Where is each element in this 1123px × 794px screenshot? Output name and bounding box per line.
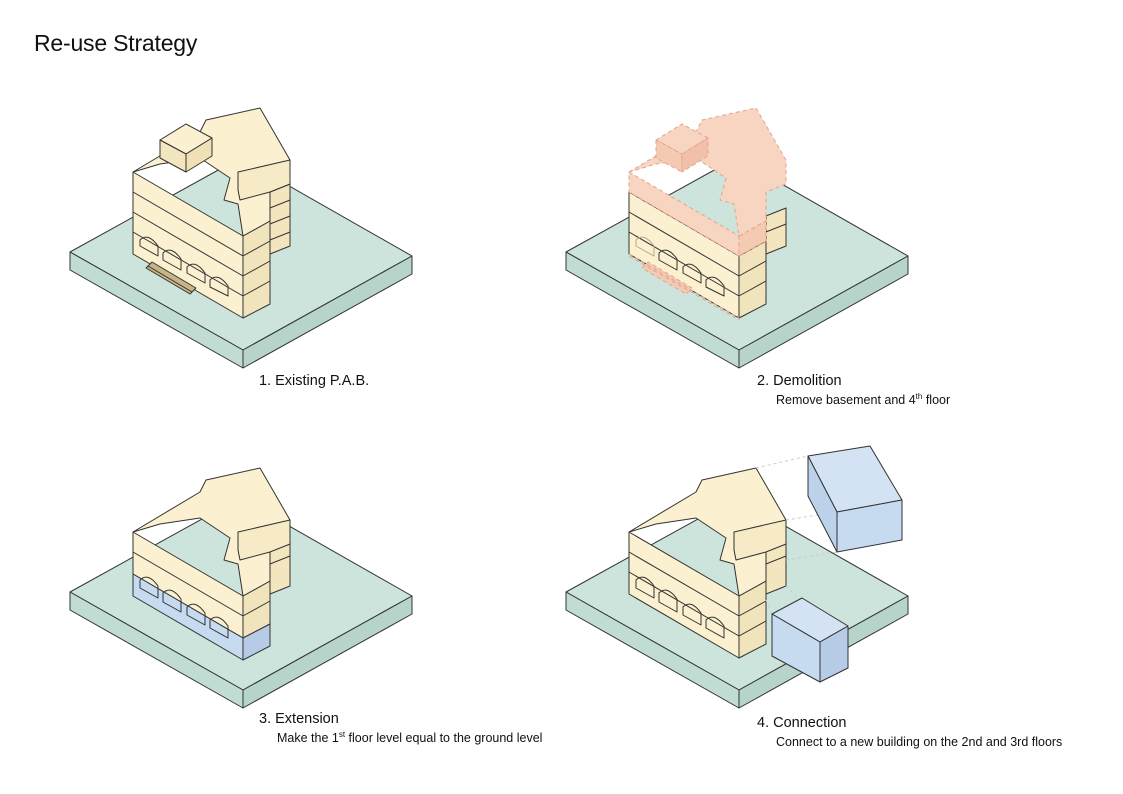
panel-demolition: [565, 107, 909, 369]
step-4-description: Connect to a new building on the 2nd and…: [776, 735, 1063, 749]
panel-connection: [565, 445, 909, 709]
step-1-title: 1. Existing P.A.B.: [259, 373, 370, 389]
panel-existing: [69, 107, 413, 369]
new-building-lower: [771, 597, 849, 683]
step-2-description: Remove basement and 4th floor: [776, 391, 951, 407]
connected-building: [628, 467, 787, 659]
page-title: Re-use Strategy: [34, 30, 198, 56]
step-3-description: Make the 1st floor level equal to the gr…: [277, 729, 543, 745]
panel-extension: [69, 467, 413, 709]
remaining-floors: [628, 191, 787, 319]
new-building-upper: [807, 445, 903, 553]
demolished-volume: [628, 107, 787, 321]
step-2-title: 2. Demolition: [757, 373, 842, 389]
step-4-title: 4. Connection: [757, 715, 847, 731]
extended-building: [132, 467, 291, 661]
step-3-title: 3. Extension: [259, 711, 339, 727]
existing-building: [132, 107, 291, 319]
